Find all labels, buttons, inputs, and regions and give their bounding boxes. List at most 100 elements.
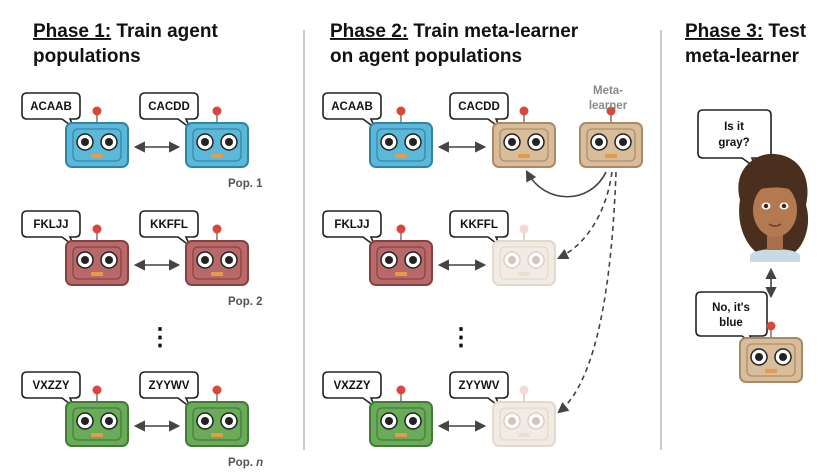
phase-2-pop-1-agent-pupil-2 xyxy=(409,138,417,146)
phase-3-answer-line-2: blue xyxy=(719,317,743,329)
phase-2-pop-1-agent-pupil-1 xyxy=(385,138,393,146)
phase-1-pop-3-agent-b-mouth xyxy=(211,433,223,437)
phase-1-title-line-1: Train agent xyxy=(111,21,218,42)
meta-learner-init-arrow-pop-2 xyxy=(556,171,613,260)
human-shirt xyxy=(750,249,800,262)
phase-2-label: Phase 2: xyxy=(330,21,408,42)
human-bangs xyxy=(755,183,795,192)
phase-1-pop-2-agent-b-mouth xyxy=(211,272,223,276)
phase-1-pop-2-agent-b-pupil-2 xyxy=(225,256,233,264)
meta-learner-label-line-1: Meta- xyxy=(593,85,623,97)
meta-learner-label-line-2: learner xyxy=(589,100,628,112)
phase-3-meta-learner-pupil-2 xyxy=(779,353,787,361)
phase-1-pop-2-label-index: 2 xyxy=(256,296,262,308)
phase-1-pop-2-bubble-b-text: KKFFL xyxy=(150,219,188,231)
phase-2-pop-1-meta-learner-copy-antenna-bulb xyxy=(519,106,529,116)
phase-2-pop-1-bubble-a-text: ACAAB xyxy=(331,101,373,113)
phase-2-pop-2-meta-learner-copy-pupil-2 xyxy=(532,256,540,264)
phase-2-title: Phase 2: Train meta-learner on agent pop… xyxy=(330,21,579,67)
phase-2-pop-3-bubble-b-text: ZYYWV xyxy=(459,380,500,392)
phase-1-pop-1-agent-a-pupil-1 xyxy=(81,138,89,146)
phase-1-pop-3-agent-a-pupil-1 xyxy=(81,417,89,425)
phase-2-pop-2-meta-learner-copy-pupil-1 xyxy=(508,256,516,264)
phase-1-pop-3-agent-a xyxy=(65,385,129,447)
phase-1-pop-3-agent-a-pupil-2 xyxy=(105,417,113,425)
phase-3-label: Phase 3: xyxy=(685,21,763,42)
phase-3-meta-learner-mouth xyxy=(765,369,777,373)
phase-2-pop-3-meta-learner-copy-mouth xyxy=(518,433,530,437)
phase-1-pop-3-agent-a-mouth xyxy=(91,433,103,437)
phase-1-pop-3-label: Pop. n xyxy=(228,457,263,469)
phase-1-pop-3-agent-b-antenna-bulb xyxy=(212,385,222,395)
phase-2-title-line-1: Train meta-learner xyxy=(408,21,579,42)
phase-2-pop-2-agent-mouth xyxy=(395,272,407,276)
phase-2-pop-2-bubble-b: KKFFL xyxy=(449,210,509,249)
phase-1-pop-1-agent-a-pupil-2 xyxy=(105,138,113,146)
phase-3-title: Phase 3: Test meta-learner xyxy=(685,21,807,67)
phase-2-pop-2-agent-pupil-2 xyxy=(409,256,417,264)
meta-learner-init-arrow-pop-1 xyxy=(525,170,607,198)
phase-1-pop-3-label-prefix: Pop. xyxy=(228,457,256,469)
phase-1-pop-1-label-prefix: Pop. xyxy=(228,178,256,190)
phase-2-pop-1-meta-learner-copy-mouth xyxy=(518,154,530,158)
phase-2-pop-3-agent-pupil-2 xyxy=(409,417,417,425)
phase-1-pop-1-agent-a xyxy=(65,106,129,168)
population-ellipsis-phase-1: ⋮ xyxy=(148,324,172,351)
phase-3-meta-learner-pupil-1 xyxy=(755,353,763,361)
phase-1-pop-3-agent-b-pupil-2 xyxy=(225,417,233,425)
phase-2-pop-3-agent-mouth xyxy=(395,433,407,437)
phase-3-title-line-2: meta-learner xyxy=(685,46,800,67)
phase-1-title-line-2: populations xyxy=(33,46,141,67)
phase-1-pop-1-agent-b-mouth xyxy=(211,154,223,158)
phase-1-pop-3-bubble-b-text: ZYYWV xyxy=(149,380,190,392)
phase-1-label: Phase 1: xyxy=(33,21,111,42)
phase-1-pop-1-agent-a-mouth xyxy=(91,154,103,158)
phase-2-pop-1-meta-learner-copy-pupil-2 xyxy=(532,138,540,146)
svg-text:Phase 3: Test: Phase 3: Test xyxy=(685,21,807,42)
human-pupil-right xyxy=(781,203,787,209)
phase-2-pop-3-agent-pupil-1 xyxy=(385,417,393,425)
phase-2-pop-2-bubble-a: FKLJJ xyxy=(322,210,382,249)
phase-2-meta-learner-pupil-2 xyxy=(619,138,627,146)
phase-1-pop-3-agent-b-pupil-1 xyxy=(201,417,209,425)
phase-2-pop-1-meta-learner-copy xyxy=(492,106,556,168)
phase-1-pop-2-agent-b xyxy=(185,224,249,286)
phase-1-pop-2-bubble-b: KKFFL xyxy=(139,210,199,249)
phase-2-pop-1-bubble-a: ACAAB xyxy=(322,92,382,131)
phase-1-pop-3-label-index: n xyxy=(256,457,263,469)
phase-1-pop-1-agent-b xyxy=(185,106,249,168)
phase-3-meta-learner xyxy=(739,321,803,383)
phase-1-pop-1-agent-b-pupil-2 xyxy=(225,138,233,146)
phase-1-pop-3-agent-b xyxy=(185,385,249,447)
phase-3-meta-learner-antenna-bulb xyxy=(766,321,776,331)
phase-1-pop-2-agent-a-mouth xyxy=(91,272,103,276)
phase-1-pop-2-bubble-a-text: FKLJJ xyxy=(33,219,68,231)
human-mouth xyxy=(768,223,782,227)
phase-3-title-line-1: Test xyxy=(763,21,807,42)
phase-2-pop-2-bubble-b-text: KKFFL xyxy=(460,219,498,231)
svg-text:Phase 1: Train agent: Phase 1: Train agent xyxy=(33,21,218,42)
phase-3-question-line-2: gray? xyxy=(718,137,749,149)
phase-2-pop-3-bubble-b: ZYYWV xyxy=(449,371,509,410)
phase-2-pop-2-meta-learner-copy-antenna-bulb xyxy=(519,224,529,234)
phase-1-title: Phase 1: Train agent populations xyxy=(33,21,218,67)
phase-1-pop-1-agent-b-pupil-1 xyxy=(201,138,209,146)
phase-2-pop-3-bubble-a-text: VXZZY xyxy=(333,380,370,392)
phase-1-pop-2-label: Pop. 2 xyxy=(228,296,263,308)
phase-2-pop-1-bubble-b-text: CACDD xyxy=(458,101,500,113)
phase-2-pop-3-meta-learner-copy-antenna-bulb xyxy=(519,385,529,395)
phase-2-meta-learner-mouth xyxy=(605,154,617,158)
phase-1-pop-1-agent-a-antenna-bulb xyxy=(92,106,102,116)
phase-2-title-line-2: on agent populations xyxy=(330,46,522,67)
phase-1-pop-2-agent-a-pupil-1 xyxy=(81,256,89,264)
phase-1-pop-1-bubble-a-text: ACAAB xyxy=(30,101,72,113)
phase-2-pop-2-bubble-a-text: FKLJJ xyxy=(334,219,369,231)
phase-2-pop-2-meta-learner-copy-mouth xyxy=(518,272,530,276)
phase-1-pop-2-label-prefix: Pop. xyxy=(228,296,256,308)
phase-2-pop-3-bubble-a: VXZZY xyxy=(322,371,382,410)
